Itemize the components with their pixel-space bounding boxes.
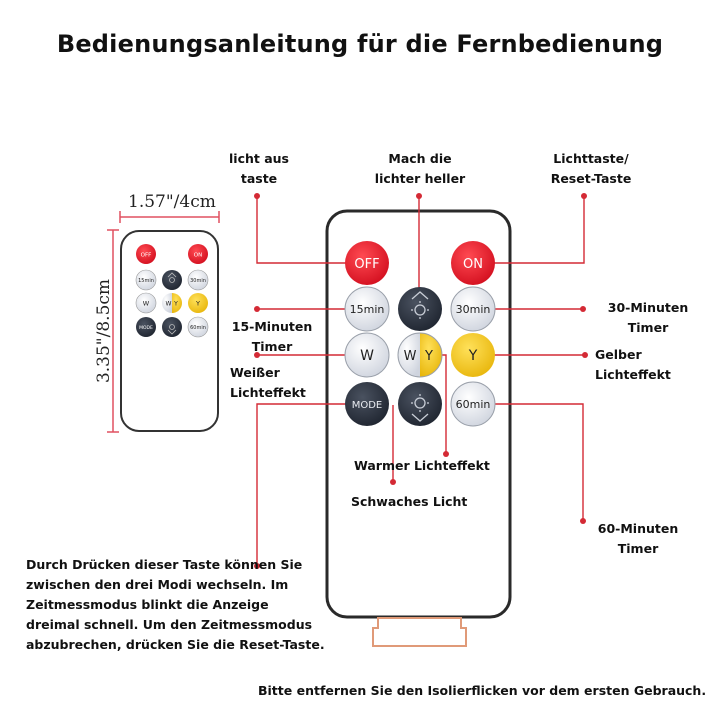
white-label: W: [360, 348, 374, 364]
wy-button-white-half: [398, 333, 420, 377]
timer30-label: 30min: [456, 303, 491, 316]
page-title: Bedienungsanleitung für die Fernbedienun…: [56, 30, 664, 58]
small-yellow-button: [188, 293, 208, 313]
wy-w-label: W: [404, 349, 417, 364]
on-button: [451, 241, 495, 285]
label-dim: Schwaches Licht: [351, 494, 468, 509]
small-wy-left: [162, 293, 172, 313]
wy-y-label: Y: [424, 349, 433, 364]
small-on-button: [188, 244, 208, 264]
svg-text:OFF: OFF: [141, 253, 152, 259]
off-button-label: OFF: [354, 257, 379, 272]
label-yellow: Gelber Lichteffekt: [595, 347, 671, 382]
wy-button-yellow-half: [420, 333, 442, 377]
svg-text:ON: ON: [194, 253, 202, 259]
mode-button: [345, 382, 389, 426]
label-on: Lichttaste/Reset-Taste: [550, 151, 632, 186]
svg-text:60min: 60min: [190, 325, 206, 331]
svg-text:MODE: MODE: [139, 325, 153, 331]
svg-text:W: W: [143, 300, 150, 308]
width-dimension: 1.57"/4cm: [128, 192, 216, 212]
bottom-note: Bitte entfernen Sie den Isolierflicken v…: [258, 683, 707, 698]
label-warm: Warmer Lichteffekt: [354, 458, 490, 473]
dim-button: [398, 382, 442, 426]
on-button-label: ON: [463, 257, 483, 272]
small-dim-button: [162, 317, 182, 337]
timer15-label: 15min: [350, 303, 385, 316]
svg-text:W: W: [166, 301, 172, 308]
small-brighter-button: [162, 270, 182, 290]
timer15-button: [344, 286, 390, 332]
leader-dots: [254, 193, 588, 569]
small-off-button: [136, 244, 156, 264]
mode-label: MODE: [352, 400, 383, 411]
svg-text:Y: Y: [195, 300, 200, 308]
svg-text:30min: 30min: [190, 278, 206, 284]
timer60-button: [450, 381, 496, 427]
timer60-label: 60min: [456, 398, 491, 411]
off-button: [345, 241, 389, 285]
white-button: [344, 332, 390, 378]
small-30min-button: [187, 269, 209, 291]
battery-tab: [372, 617, 467, 647]
small-remote: OFF ON 15min 30min W W Y Y MODE 60min: [120, 230, 219, 432]
small-mode-button: [136, 317, 156, 337]
small-wy-right: [172, 293, 182, 313]
small-60min-button: [187, 316, 209, 338]
brighter-icon: [411, 291, 429, 319]
timer30-button: [450, 286, 496, 332]
dimension-lines: [107, 211, 220, 433]
svg-text:15min: 15min: [138, 278, 154, 284]
brighter-button: [398, 287, 442, 331]
small-15min-button: [135, 269, 157, 291]
height-dimension: 3.35"/8.5cm: [94, 278, 114, 384]
svg-text:Y: Y: [173, 301, 178, 308]
dim-icon: [411, 394, 429, 422]
mode-description: Durch Drücken dieser Taste können Sie zw…: [26, 557, 325, 652]
large-buttons: [344, 241, 496, 427]
yellow-button: [451, 333, 495, 377]
yellow-label: Y: [468, 348, 478, 364]
small-white-button: [135, 292, 157, 314]
